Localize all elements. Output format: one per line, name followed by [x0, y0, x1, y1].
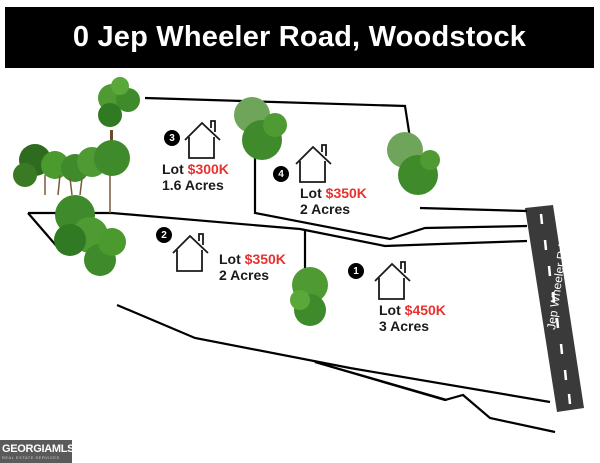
tree-icon: [54, 195, 126, 276]
lot-4-badge: 4: [273, 166, 289, 182]
house-icon-lot1: [374, 261, 411, 300]
lot-2-badge: 2: [156, 227, 172, 243]
houses: [172, 120, 411, 300]
page-title: 0 Jep Wheeler Road, Woodstock: [72, 21, 527, 53]
lot-4-label[interactable]: Lot $350K 2 Acres: [300, 185, 367, 217]
lot-2-price: $350K: [244, 251, 286, 267]
house-icon-lot4: [295, 144, 332, 183]
lot-3-label[interactable]: Lot $300K 1.6 Acres: [162, 161, 229, 193]
lot-2-acres: 2 Acres: [219, 267, 270, 283]
trees: [13, 77, 440, 326]
lot-3-badge: 3: [164, 130, 180, 146]
tree-icon: [387, 132, 440, 195]
lot-2-label[interactable]: Lot $350K 2 Acres: [219, 251, 286, 283]
title-banner: 0 Jep Wheeler Road, Woodstock: [5, 7, 594, 68]
tree-icon: [13, 140, 130, 213]
lot-4-acres: 2 Acres: [300, 201, 351, 217]
tree-icon: [290, 267, 328, 326]
house-icon-lot3: [184, 120, 221, 159]
house-icon-lot2: [172, 233, 209, 272]
lot-1-label[interactable]: Lot $450K 3 Acres: [379, 302, 446, 334]
georgia-mls-logo: GEORGIAMLS REAL ESTATE SERVICES: [0, 440, 74, 463]
road-jep-wheeler: [525, 205, 584, 412]
lot-1-badge: 1: [348, 263, 364, 279]
tree-icon: [234, 97, 287, 160]
tree-icon: [98, 77, 140, 175]
lot-3-acres: 1.6 Acres: [162, 177, 224, 193]
lot-1-acres: 3 Acres: [379, 318, 430, 334]
lot-4-price: $350K: [325, 185, 367, 201]
lot-1-price: $450K: [404, 302, 446, 318]
lot-3-price: $300K: [187, 161, 229, 177]
